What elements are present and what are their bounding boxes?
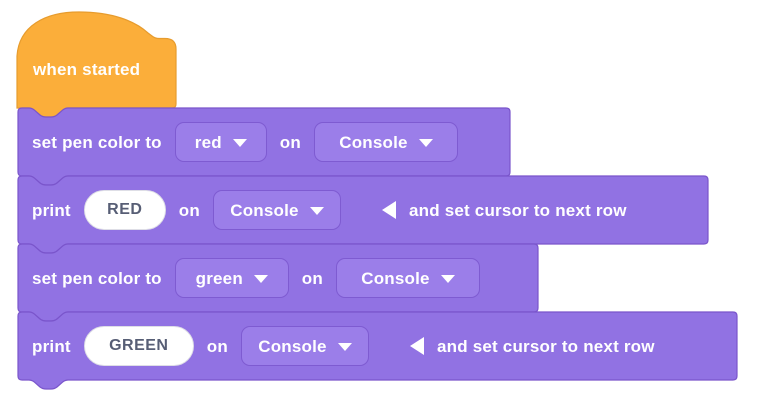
block-label: on [206,336,228,356]
block-set-pen-color-red[interactable]: set pen color to red on Console [17,107,511,186]
collapse-left-triangle-icon[interactable] [381,201,396,219]
dropdown-target-console[interactable]: Console [335,258,480,298]
block-label: set pen color to [32,268,162,288]
block-label: print [32,200,71,220]
value-slot[interactable]: RED [83,190,166,230]
dropdown-target-console[interactable]: Console [240,326,369,366]
dropdown-value: Console [258,336,327,356]
chevron-down-icon [337,343,352,351]
dropdown-pen-color[interactable]: red [174,122,267,162]
dropdown-target-console[interactable]: Console [313,122,458,162]
chevron-down-icon [309,207,324,215]
chevron-down-icon [418,139,433,147]
dropdown-target-console[interactable]: Console [212,190,341,230]
dropdown-value: Console [230,200,299,220]
chevron-down-icon [232,139,247,147]
block-label: on [301,268,323,288]
block-print-green[interactable]: print GREEN on Console and set cursor to… [17,311,738,390]
block-label: and set cursor to next row [408,200,627,220]
dropdown-pen-color[interactable]: green [174,258,289,298]
hat-block-label: when started [33,60,141,79]
dropdown-value: Console [339,132,408,152]
block-label: on [178,200,200,220]
block-shape [17,311,738,390]
value-slot-text: GREEN [109,337,169,354]
chevron-down-icon [440,275,455,283]
dropdown-value: green [195,268,243,288]
hat-block-when-started[interactable]: when started [16,11,177,118]
block-label: print [32,336,71,356]
collapse-left-triangle-icon[interactable] [409,337,424,355]
block-label: set pen color to [32,132,162,152]
dropdown-value: red [194,132,222,152]
value-slot-text: RED [107,201,143,218]
block-label: on [279,132,301,152]
block-label: and set cursor to next row [436,336,655,356]
block-set-pen-color-green[interactable]: set pen color to green on Console [17,243,539,322]
block-print-red[interactable]: print RED on Console and set cursor to n… [17,175,709,254]
chevron-down-icon [253,275,268,283]
value-slot[interactable]: GREEN [83,326,194,366]
dropdown-value: Console [361,268,430,288]
